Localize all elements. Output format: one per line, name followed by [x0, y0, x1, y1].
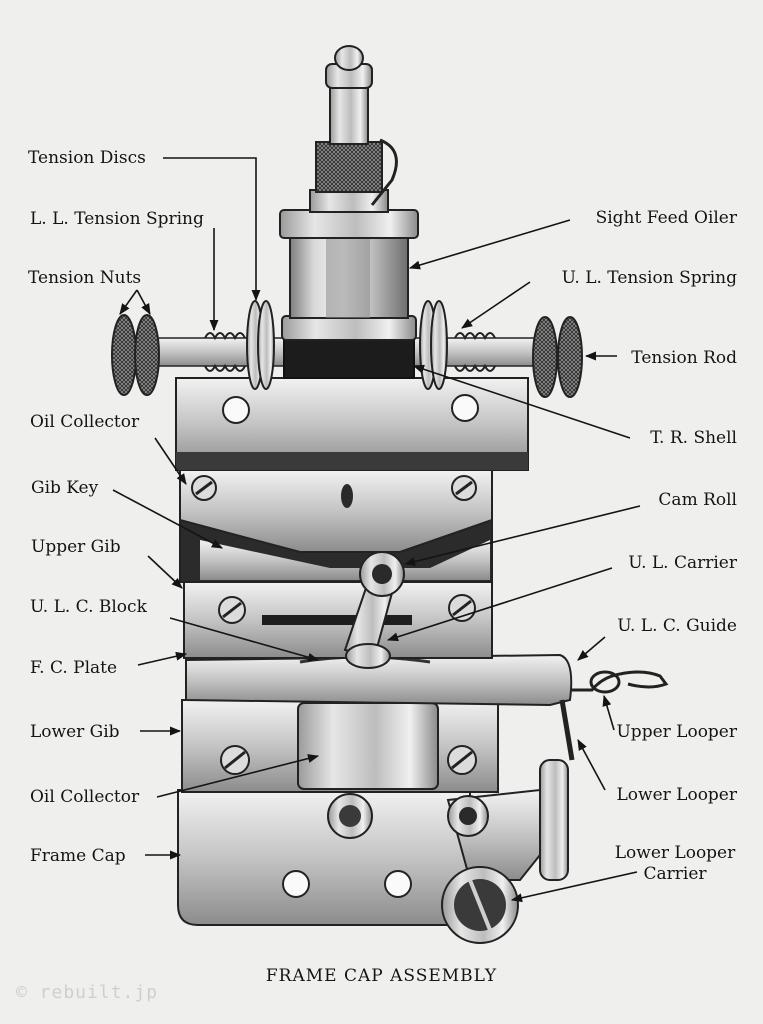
- fc-plate: [185, 653, 573, 707]
- watermark: © rebuilt.jp: [16, 982, 159, 1003]
- label-frame-cap: Frame Cap: [30, 846, 126, 866]
- lower-looper-carrier: [441, 759, 569, 944]
- ulc-block: [183, 581, 493, 659]
- label-lower-looper: Lower Looper: [616, 785, 738, 805]
- sight-feed-oiler: [279, 45, 419, 341]
- label-ulc-block: U. L. C. Block: [30, 597, 147, 617]
- label-oil-collector-top: Oil Collector: [30, 412, 140, 432]
- label-tension-rod: Tension Rod: [631, 348, 737, 368]
- tension-rod-assembly: [111, 300, 583, 398]
- label-ll-tension-spring: L. L. Tension Spring: [30, 209, 204, 229]
- label-lower-gib: Lower Gib: [30, 722, 120, 742]
- gib-key: [179, 469, 493, 553]
- tr-shell: [283, 337, 415, 379]
- oil-collector-lower: [297, 702, 439, 790]
- label-upper-looper: Upper Looper: [616, 722, 737, 742]
- leader-lines: [112, 157, 641, 903]
- looper-wires: [559, 670, 669, 761]
- label-lower-looper-carrier-line2: Carrier: [643, 864, 707, 884]
- label-lower-looper-carrier-line1: Lower Looper: [614, 843, 736, 863]
- label-upper-gib: Upper Gib: [31, 537, 121, 557]
- figure-caption: FRAME CAP ASSEMBLY: [265, 966, 498, 986]
- oil-collector-upper: [175, 377, 529, 471]
- label-ulc-guide: U. L. C. Guide: [617, 616, 737, 636]
- ul-carrier: [343, 551, 405, 669]
- label-oil-collector-bottom: Oil Collector: [30, 787, 140, 807]
- frame-cap: [177, 789, 471, 926]
- label-gib-key: Gib Key: [31, 478, 99, 498]
- label-tension-discs: Tension Discs: [28, 148, 146, 168]
- label-sight-feed-oiler: Sight Feed Oiler: [595, 208, 737, 228]
- label-fc-plate: F. C. Plate: [30, 658, 118, 678]
- label-cam-roll: Cam Roll: [658, 490, 737, 510]
- label-ul-tension-spring: U. L. Tension Spring: [561, 268, 737, 288]
- label-tr-shell: T. R. Shell: [650, 428, 737, 448]
- label-tension-nuts: Tension Nuts: [28, 268, 142, 288]
- label-ul-carrier: U. L. Carrier: [628, 553, 737, 573]
